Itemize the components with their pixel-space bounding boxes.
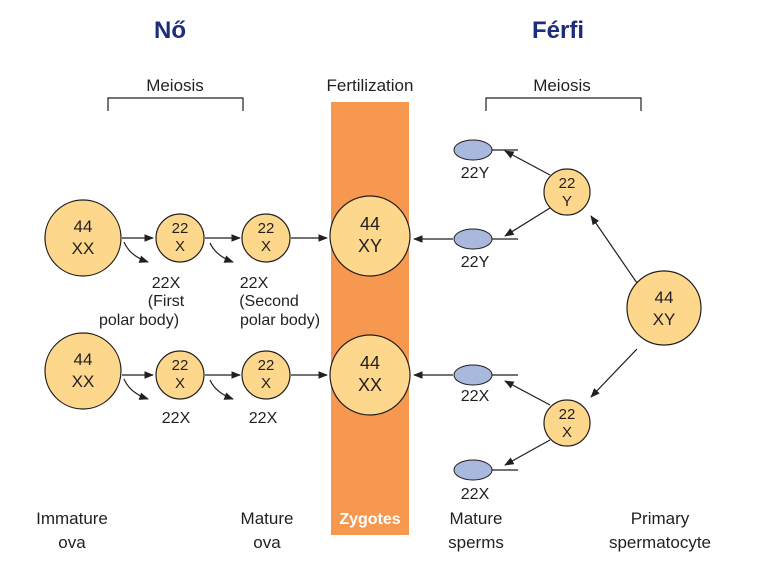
second-polar-body-line-2: (Second xyxy=(239,293,299,310)
meiosis-left-bracket xyxy=(107,97,244,111)
arrow xyxy=(504,207,551,237)
female-title: Nő xyxy=(154,17,186,44)
secondary-spermatocyte-x: 22 X xyxy=(543,399,591,447)
first-polar-body-line-2: (First xyxy=(148,293,185,310)
meiosis-right-bracket xyxy=(485,97,642,111)
immature-ova-label-2: ova xyxy=(58,533,86,552)
cell-line-1: 44 xyxy=(74,350,93,369)
cell-line-1: 22 xyxy=(172,357,189,374)
sperm-label-4: 22X xyxy=(461,486,490,503)
zygote-bottom: 44 XX xyxy=(329,334,411,416)
male-title: Férfi xyxy=(532,17,584,44)
mature-ova-label-2: ova xyxy=(253,533,281,552)
secondary-spermatocyte-y: 22 Y xyxy=(543,168,591,216)
cell-line-2: XX xyxy=(358,375,382,395)
cell-line-2: XY xyxy=(653,310,676,329)
mature-sperm-2 xyxy=(453,228,518,250)
ovum-stage2-bottom: 22 X xyxy=(241,350,291,400)
cell-line-2: XX xyxy=(72,239,95,258)
ovum-stage1-bottom: 22 X xyxy=(155,350,205,400)
ovum-stage1-top: 22 X xyxy=(155,213,205,263)
cell-line-1: 44 xyxy=(655,288,674,307)
bottom-first-polar-body: 22X xyxy=(162,410,191,427)
cell-line-1: 44 xyxy=(360,214,380,234)
cell-line-2: X xyxy=(261,375,271,392)
cell-line-1: 22 xyxy=(258,220,275,237)
primary-spermatocyte: 44 XY xyxy=(626,270,702,346)
mature-sperm-3 xyxy=(453,364,518,386)
immature-ovum-top: 44 XX xyxy=(44,199,122,277)
immature-ova-label-1: Immature xyxy=(36,509,108,528)
cell-line-2: X xyxy=(562,424,572,441)
cell-line-2: XY xyxy=(358,236,382,256)
polar-body-arrow xyxy=(209,379,234,400)
cell-line-1: 44 xyxy=(74,217,93,236)
ovum-stage2-top: 22 X xyxy=(241,213,291,263)
arrow xyxy=(504,439,551,466)
cell-line-1: 44 xyxy=(360,353,380,373)
primary-spermatocyte-label-1: Primary xyxy=(631,509,690,528)
arrow xyxy=(504,380,551,406)
second-polar-body-line-1: 22X xyxy=(240,275,269,292)
meiosis-right-header: Meiosis xyxy=(533,76,591,95)
mature-sperms-label-2: sperms xyxy=(448,533,504,552)
zygotes-label: Zygotes xyxy=(339,511,400,528)
cell-line-2: X xyxy=(175,238,185,255)
polar-body-arrow xyxy=(123,378,149,400)
cell-line-1: 22 xyxy=(559,406,576,423)
primary-spermatocyte-label-2: spermatocyte xyxy=(609,533,711,552)
sperm-label-1: 22Y xyxy=(461,165,490,182)
polar-body-arrow xyxy=(209,242,234,263)
arrow xyxy=(590,348,638,398)
zygote-band xyxy=(331,102,409,535)
bottom-second-polar-body: 22X xyxy=(249,410,278,427)
polar-body-arrow xyxy=(123,241,149,263)
fertilization-header: Fertilization xyxy=(327,76,414,95)
cell-line-1: 22 xyxy=(559,175,576,192)
mature-sperm-4 xyxy=(453,459,518,481)
first-polar-body-line-3: polar body) xyxy=(99,312,179,329)
second-polar-body-line-3: polar body) xyxy=(240,312,320,329)
mature-sperms-label-1: Mature xyxy=(450,509,503,528)
cell-line-2: XX xyxy=(72,372,95,391)
sperm-label-2: 22Y xyxy=(461,254,490,271)
first-polar-body-line-1: 22X xyxy=(152,275,181,292)
sperm-label-3: 22X xyxy=(461,388,490,405)
arrow xyxy=(504,150,551,176)
zygote-top: 44 XY xyxy=(329,195,411,277)
immature-ovum-bottom: 44 XX xyxy=(44,332,122,410)
cell-line-2: X xyxy=(175,375,185,392)
meiosis-left-header: Meiosis xyxy=(146,76,204,95)
cell-line-1: 22 xyxy=(172,220,189,237)
mature-ova-label-1: Mature xyxy=(241,509,294,528)
cell-line-2: X xyxy=(261,238,271,255)
mature-sperm-1 xyxy=(453,139,518,161)
arrow xyxy=(590,215,638,284)
cell-line-1: 22 xyxy=(258,357,275,374)
cell-line-2: Y xyxy=(562,193,572,210)
